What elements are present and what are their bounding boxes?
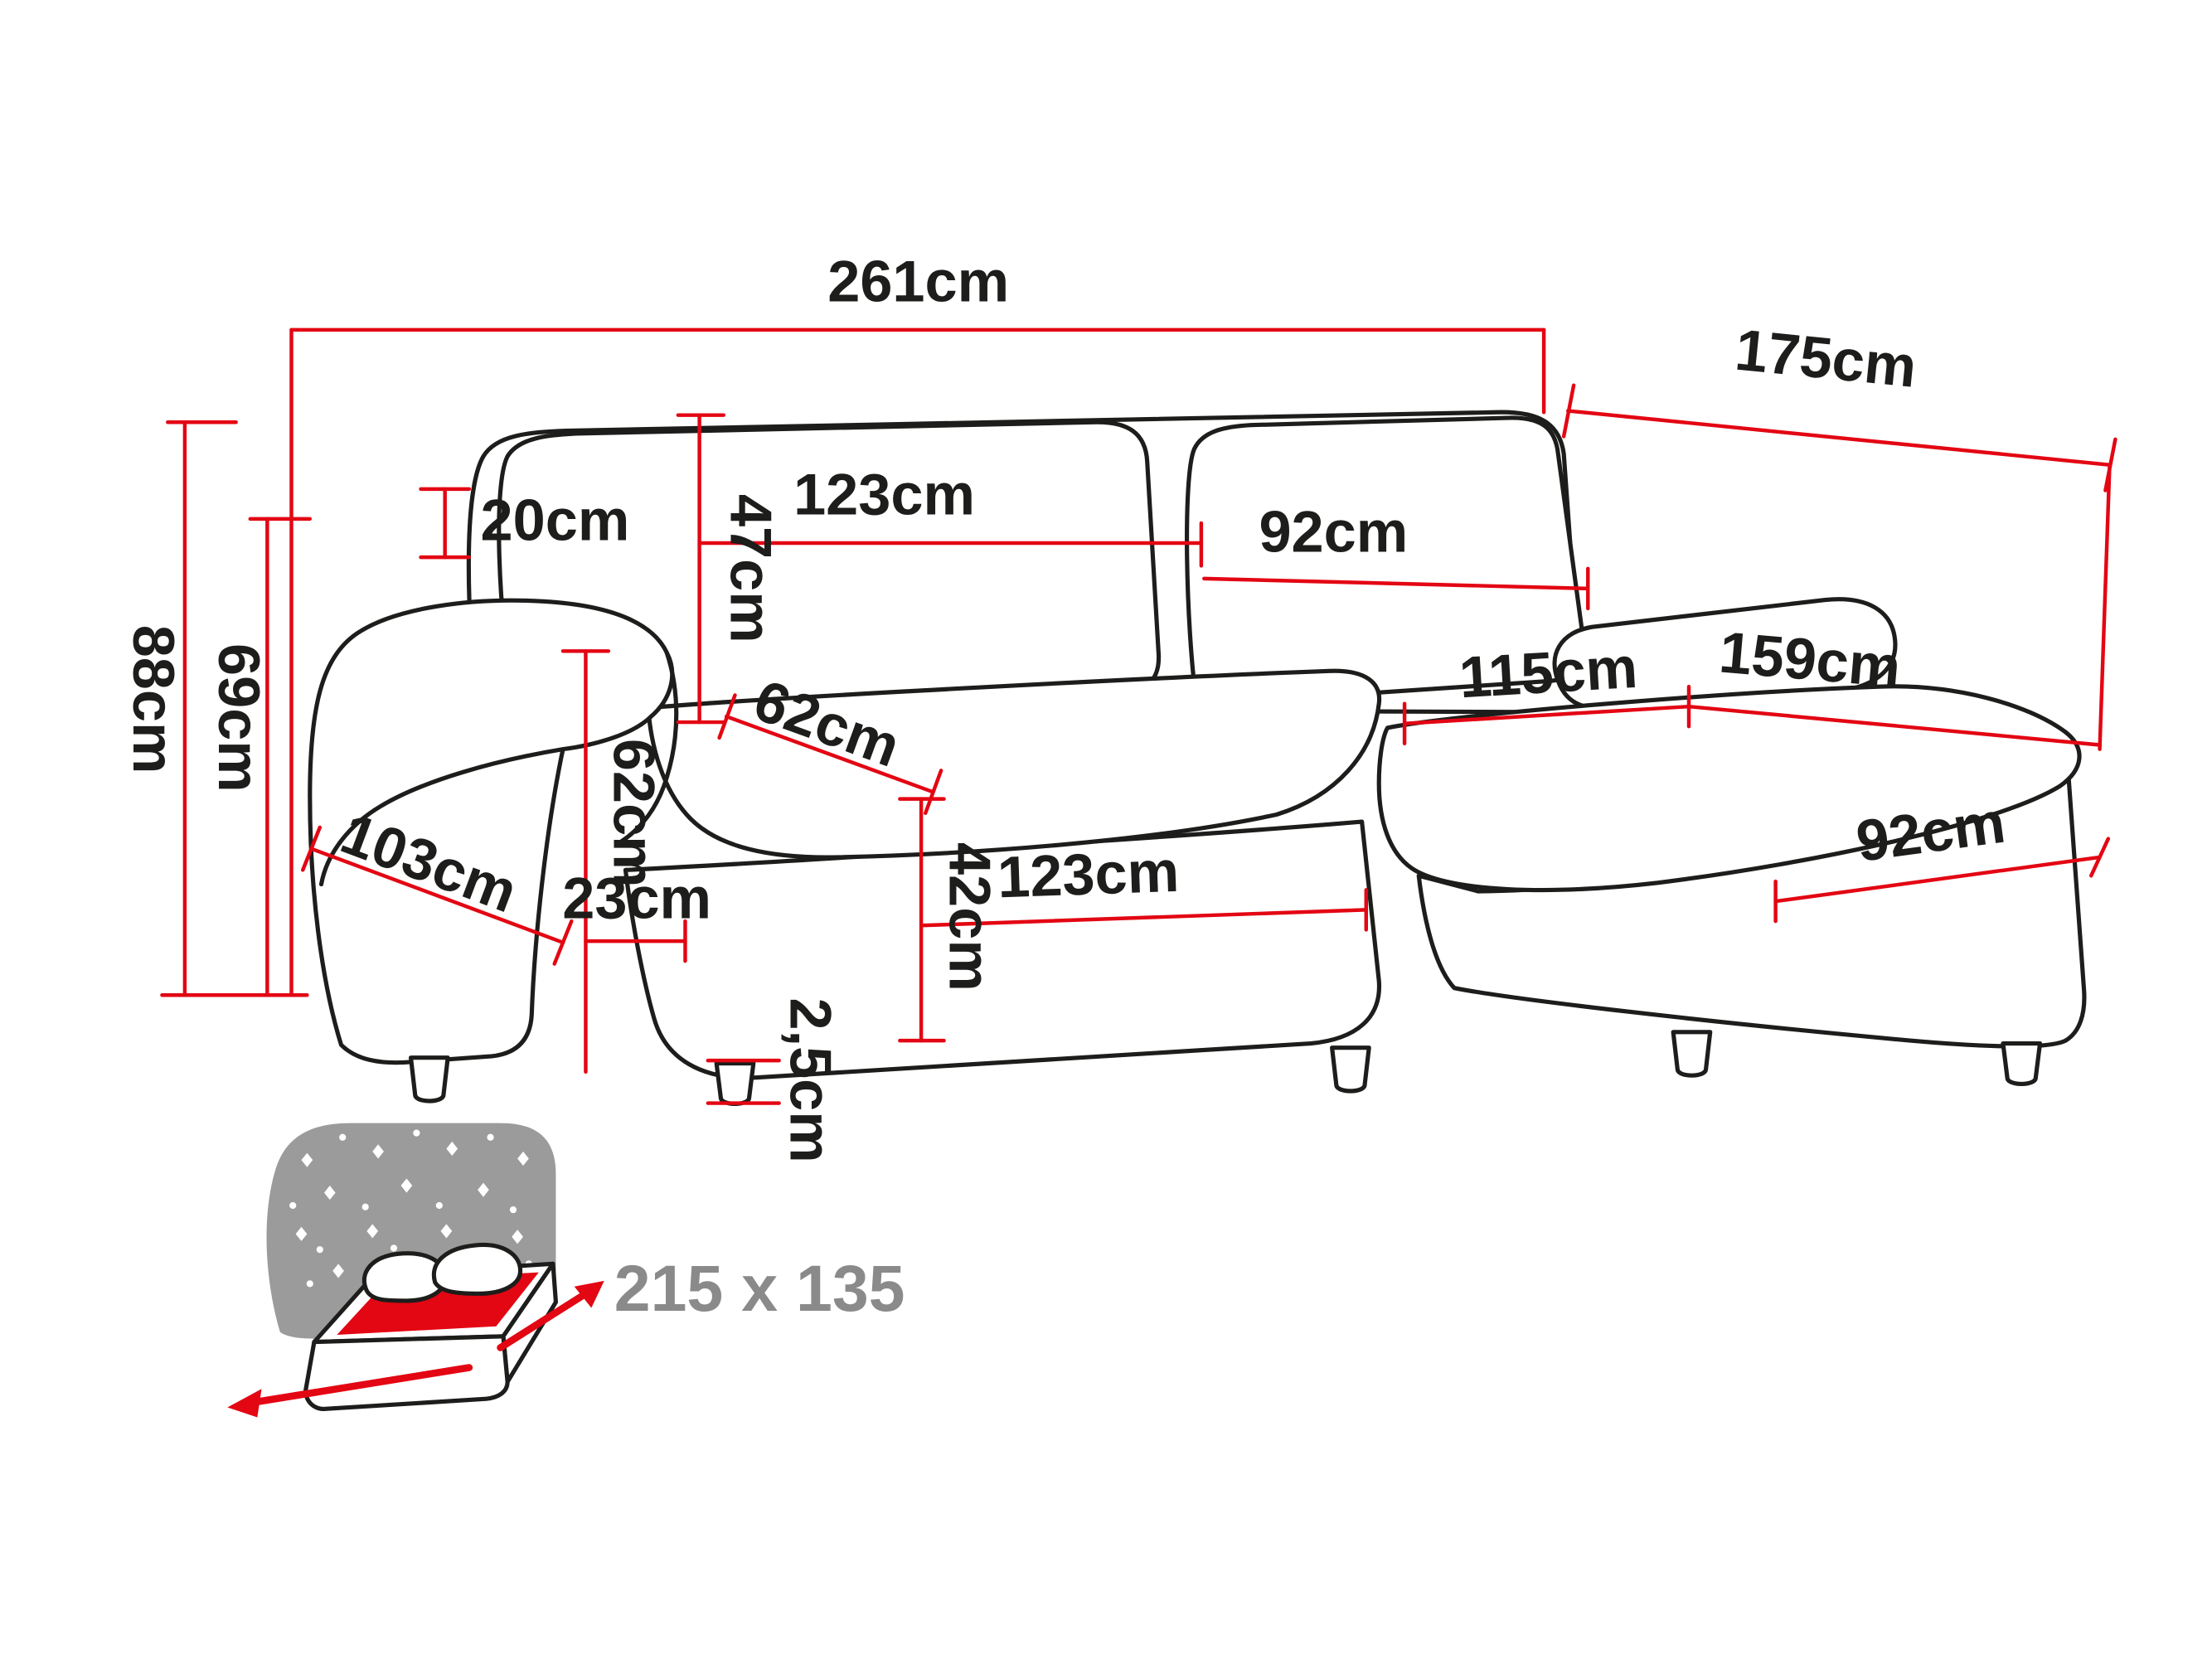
dim-label-arm-width: 23cm: [562, 866, 711, 931]
dimension-tick: [552, 919, 574, 966]
dim-label-total-height: 88cm: [121, 625, 187, 774]
bed-size-label: 215 x 135: [614, 1252, 905, 1325]
dimension-line: [724, 714, 935, 794]
dim-label-arm-height: 62cm: [602, 739, 667, 888]
dimension-line: [1202, 576, 1590, 591]
sofa-chaise-cushion: [1376, 684, 2082, 893]
length-arrowhead: [574, 1280, 604, 1308]
dim-chaise-length: [1686, 704, 2102, 747]
dimension-line: [1686, 704, 2102, 747]
dim-leg-height: [706, 1058, 781, 1105]
dim-seat-depth: [717, 693, 943, 816]
sofa-leg: [2001, 1041, 2043, 1086]
sofa-leg: [1671, 1030, 1713, 1078]
dim-label-back-top-depth: 20cm: [481, 488, 630, 553]
dim-label-leg-height: 2,5cm: [778, 997, 843, 1162]
sofa-legs: [408, 1030, 2043, 1106]
dimension-tick: [924, 769, 943, 816]
sofa-leg: [1330, 1045, 1371, 1094]
width-arrow: [245, 1364, 473, 1407]
dim-label-backrest-right-width: 92cm: [1259, 498, 1408, 564]
dim-label-chaise-inner-width: 115cm: [1458, 634, 1639, 711]
dim-label-chaise-length: 159cm: [1717, 618, 1904, 699]
sofa-back-cushion-right: [1185, 415, 1587, 716]
sofa-armrest-roll-crease: [318, 747, 565, 887]
dim-label-seat-height: 42cm: [937, 842, 1002, 992]
sofa-armrest-inner-face: [618, 650, 679, 844]
dim-label-backrest-height: 47cm: [718, 494, 783, 643]
dim-label-total-width: 261cm: [827, 249, 1009, 314]
dim-arm-outer-height: [248, 517, 313, 997]
dim-chaise-front-width: [1773, 837, 2111, 924]
dim-total-depth: [1561, 383, 2117, 751]
dim-backrest-left-width: [697, 521, 1204, 568]
dimension-tick: [2089, 837, 2111, 878]
dimension-lines: [160, 327, 2117, 1105]
dim-seat-width: [919, 888, 1369, 932]
dim-backrest-right-width: [1202, 566, 1590, 611]
pillow: [431, 1242, 523, 1296]
sofa-leg: [714, 1060, 756, 1106]
dim-arm-height: [560, 649, 611, 1074]
width-arrowhead: [227, 1389, 262, 1418]
dim-side-depth: [300, 825, 574, 966]
dim-label-total-depth: 175cm: [1733, 317, 1920, 400]
dim-seat-height: [898, 797, 946, 1043]
dim-label-seat-width: 123cm: [997, 838, 1181, 910]
mattress-front-face: [303, 1334, 510, 1411]
dimension-line: [309, 846, 565, 945]
dimension-tick: [2103, 437, 2117, 492]
length-arrow: [497, 1290, 589, 1351]
dim-total-height: [160, 420, 309, 997]
sofa-seat-cushion: [646, 668, 1382, 860]
dimension-line: [1566, 409, 2112, 467]
dimension-tick: [717, 693, 737, 740]
dimension-tick: [300, 825, 323, 872]
dim-total-width: [289, 327, 1546, 997]
sofa-leg: [408, 1055, 450, 1104]
dim-label-backrest-left-width: 123cm: [793, 462, 975, 527]
sofa-bed-icon: 215 x 135: [227, 1123, 905, 1418]
dimension-extension: [2098, 463, 2112, 751]
dimension-line: [1773, 855, 2102, 904]
dimension-line: [919, 908, 1369, 928]
sofa-drawing: [308, 410, 2087, 1106]
dimension-line: [1402, 704, 1691, 725]
dim-back-top-depth: [419, 487, 472, 560]
dim-label-arm-outer-height: 69cm: [206, 643, 272, 793]
dim-arm-width: [584, 919, 687, 963]
dim-backrest-height: [676, 413, 725, 725]
dimension-tick: [1561, 383, 1576, 439]
